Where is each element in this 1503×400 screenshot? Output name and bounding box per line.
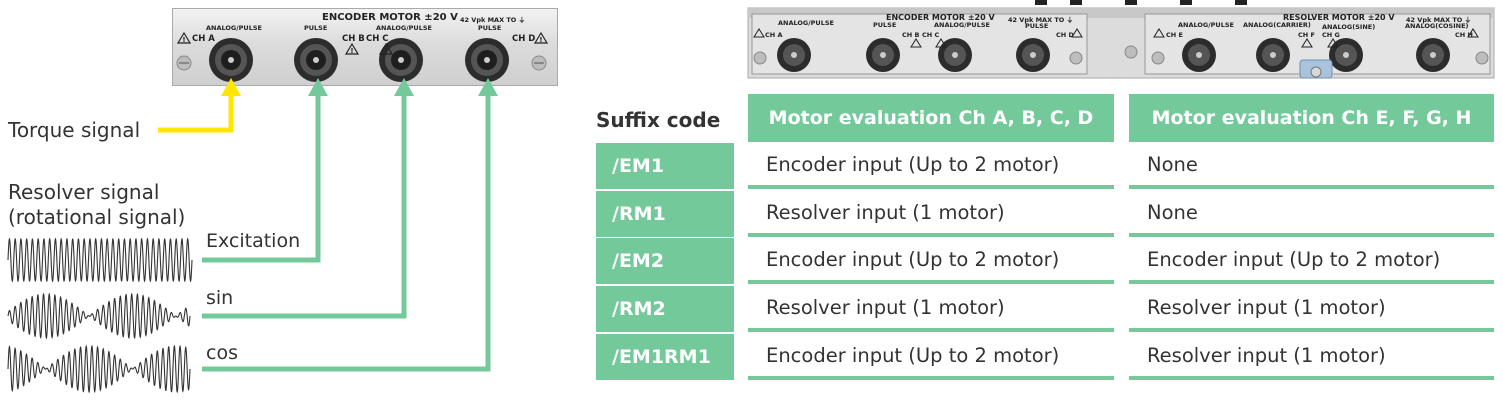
table-row-code: /EM1 (596, 143, 734, 189)
ch-a-label: CH A (192, 34, 215, 44)
svg-text:!: ! (384, 47, 387, 55)
cos-label: cos (206, 342, 238, 364)
ch-b-pulse-label: PULSE (304, 24, 328, 32)
sin-label: sin (206, 287, 234, 309)
bnc-connector-right-d (1016, 38, 1050, 72)
warning-icon (378, 42, 394, 55)
right-ch-b: CH B (902, 31, 920, 39)
ch-c-label: CH C (366, 34, 389, 44)
screw-icon (531, 55, 547, 71)
ch-a-analog-pulse-label: ANALOG/PULSE (206, 24, 262, 32)
warning-icon (1301, 38, 1313, 48)
screw-icon (753, 51, 767, 65)
right-enc-analog-pulse: ANALOG/PULSE (778, 19, 834, 27)
right-res-vpk: 42 Vpk MAX TO ⏚ (1406, 16, 1472, 24)
bnc-connector-ch-d (465, 38, 509, 82)
bnc-connector-right-h (1416, 38, 1450, 72)
right-ch-f: CH F (1298, 31, 1315, 39)
right-ch-g: CH G (1322, 31, 1340, 39)
table-row-abcd: Encoder input (Up to 2 motor) (748, 238, 1114, 284)
table-row-abcd: Resolver input (1 motor) (748, 191, 1114, 237)
table-row-abcd: Encoder input (Up to 2 motor) (748, 143, 1114, 189)
right-ch-a: CH A (765, 31, 783, 39)
svg-text:!: ! (539, 36, 542, 44)
table-row-efgh: Resolver input (1 motor) (1129, 286, 1494, 332)
right-res-carrier: ANALOG(CARRIER) (1243, 21, 1311, 29)
col-abcd-header: Motor evaluation Ch A, B, C, D (748, 94, 1114, 142)
torque-signal-label: Torque signal (8, 118, 141, 142)
warning-icon (344, 42, 360, 55)
ch-d-pulse-label: PULSE (478, 24, 502, 32)
bnc-connector-right-f (1256, 38, 1290, 72)
right-ch-h: CH H (1455, 31, 1473, 39)
right-res-cosine: ANALOG(COSINE) (1405, 22, 1469, 30)
right-ch-d: CH D (1056, 31, 1074, 39)
bnc-connector-right-g (1329, 38, 1363, 72)
excitation-signal-wire (202, 78, 328, 263)
ch-d-label: CH D (512, 34, 536, 44)
table-row-abcd: Resolver input (1 motor) (748, 286, 1114, 332)
screw-icon (176, 55, 192, 71)
resolver-signal-label: Resolver signal (8, 180, 160, 204)
bnc-connector-right-b (866, 38, 900, 72)
table-row-code: /RM1 (596, 191, 734, 237)
torque-signal-wire (158, 78, 241, 133)
screw-icon (1475, 51, 1489, 65)
bnc-connector-right-c (938, 38, 972, 72)
right-ch-c: CH C (922, 31, 940, 39)
warning-icon (753, 28, 765, 38)
table-row-efgh: Encoder input (Up to 2 motor) (1129, 238, 1494, 284)
warning-icon (935, 38, 947, 48)
warning-icon (533, 31, 549, 44)
right-res-sine: ANALOG(SINE) (1322, 23, 1376, 31)
ch-d-vpk-label: 42 Vpk MAX TO ⏚ (460, 16, 526, 24)
bnc-connector-right-a (777, 38, 811, 72)
right-res-analog-pulse: ANALOG/PULSE (1178, 21, 1234, 29)
bnc-connector-ch-a (209, 38, 253, 82)
warning-icon (1153, 28, 1165, 38)
ch-b-label: CH B (342, 34, 365, 44)
table-row-code: /RM2 (596, 286, 734, 332)
table-row-code: /EM1RM1 (596, 334, 734, 380)
table-row-efgh: None (1129, 143, 1494, 189)
right-res-title: RESOLVER MOTOR ±20 V (1283, 13, 1395, 22)
suffix-code-header: Suffix code (596, 108, 721, 132)
warning-icon (1327, 38, 1339, 48)
svg-text:!: ! (182, 36, 185, 44)
sin-waveform (7, 292, 191, 340)
right-enc-analog-pulse-2: ANALOG/PULSE (934, 21, 990, 29)
table-row-code: /EM2 (596, 238, 734, 284)
screw-icon (1069, 51, 1083, 65)
right-enc-vpk: 42 Vpk MAX TO ⏚ (1008, 16, 1074, 24)
warning-icon (1467, 28, 1479, 38)
bnc-connector-right-e (1182, 38, 1216, 72)
bnc-connector-ch-c (379, 38, 423, 82)
table-row-efgh: None (1129, 191, 1494, 237)
table-row-abcd: Encoder input (Up to 2 motor) (748, 334, 1114, 380)
svg-text:!: ! (350, 47, 353, 55)
screw-icon (1151, 51, 1165, 65)
cos-waveform (7, 344, 191, 394)
col-efgh-header: Motor evaluation Ch E, F, G, H (1129, 94, 1494, 142)
ch-c-analog-pulse-label: ANALOG/PULSE (376, 24, 432, 32)
table-row-efgh: Resolver input (1 motor) (1129, 334, 1494, 380)
right-ch-e: CH E (1166, 31, 1183, 39)
bnc-connector-ch-b (294, 38, 338, 82)
warning-icon (176, 31, 192, 44)
right-enc-pulse-2: PULSE (1025, 22, 1049, 30)
sin-signal-wire (202, 78, 414, 319)
warning-icon (1071, 28, 1083, 38)
resolver-signal-sublabel: (rotational signal) (8, 205, 186, 229)
cos-signal-wire (202, 78, 498, 372)
excitation-waveform (7, 237, 193, 283)
excitation-label: Excitation (206, 230, 301, 252)
right-enc-pulse: PULSE (873, 21, 897, 29)
right-enc-title: ENCODER MOTOR ±20 V (886, 13, 995, 22)
panel-title: ENCODER MOTOR ±20 V (322, 12, 458, 23)
warning-icon (910, 38, 922, 48)
screw-icon (1124, 45, 1138, 59)
